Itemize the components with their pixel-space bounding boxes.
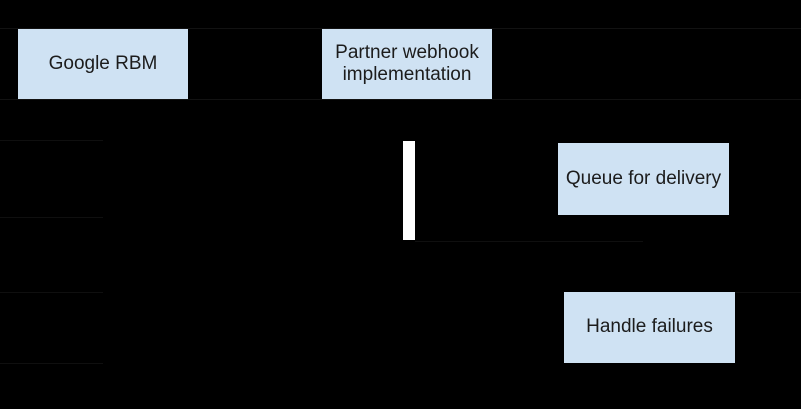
- node-google-rbm: Google RBM: [18, 29, 188, 99]
- message-line-1: [0, 140, 103, 141]
- message-line-4: [0, 363, 103, 364]
- node-handle-failures-label: Handle failures: [586, 316, 713, 338]
- node-partner-webhook: Partner webhook implementation: [322, 29, 492, 99]
- node-queue-for-delivery-label: Queue for delivery: [565, 167, 722, 189]
- message-line-3: [0, 292, 103, 293]
- node-google-rbm-label: Google RBM: [48, 52, 158, 74]
- node-handle-failures: Handle failures: [564, 292, 735, 363]
- failure-message-line: [735, 292, 801, 293]
- node-queue-for-delivery: Queue for delivery: [558, 143, 729, 215]
- message-line-2: [0, 217, 103, 218]
- queue-message-line: [415, 241, 643, 242]
- node-partner-webhook-label: Partner webhook implementation: [335, 41, 479, 85]
- header-row-bottom-line: [0, 99, 801, 100]
- activation-bar: [403, 141, 415, 240]
- header-row-top-line: [0, 28, 801, 29]
